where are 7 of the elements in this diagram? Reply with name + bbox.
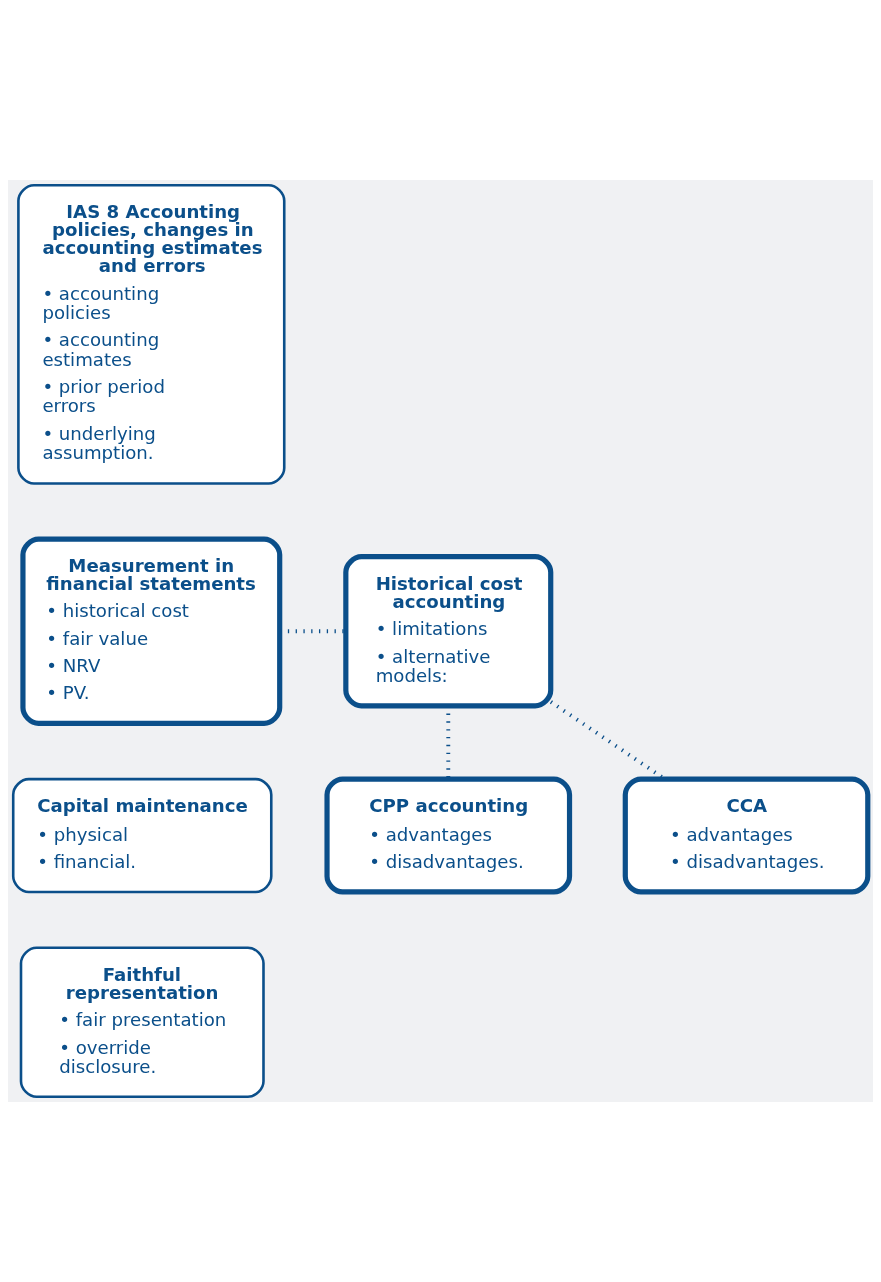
node-box: CPP accounting • advantages • disadvantages. (324, 776, 573, 895)
node-box: Faithful representation • fair presentation • override disclosure. (19, 946, 265, 1099)
node-box: IAS 8 Accounting policies, changes in accounting estimates and errors • accounting policies • accounting estimates • prior period errors • underlying assumption. (17, 183, 286, 485)
node-box: CCA • advantages • disadvantages. (622, 776, 871, 895)
node-box: Historical cost accounting • limitations • alternative models: (343, 554, 554, 709)
node-box: Measurement in financial statements • historical cost • fair value • NRV • PV. (20, 536, 283, 726)
node-box: Capital maintenance • physical • financial. (11, 777, 273, 894)
